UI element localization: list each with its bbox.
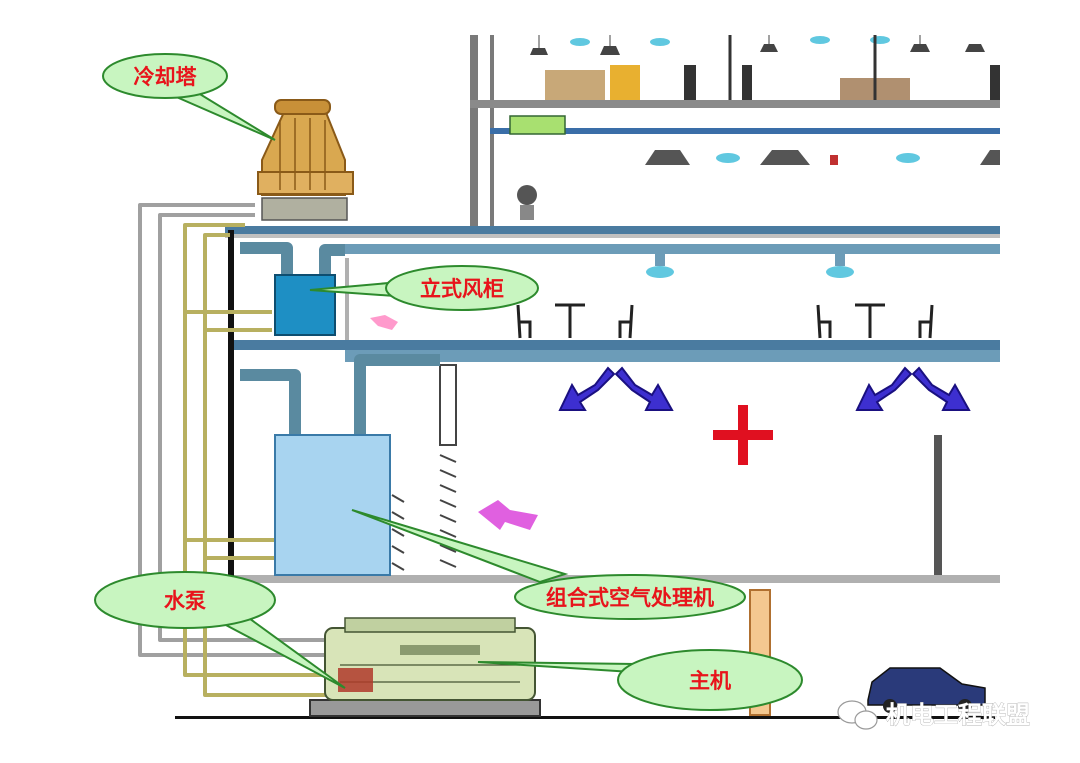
combined-ahu-graphic: [274, 434, 391, 576]
callout-water-pump: 水泵: [94, 571, 346, 689]
wechat-icon: [837, 700, 878, 730]
plus-sign: [713, 405, 773, 465]
dining-furniture: [516, 303, 934, 339]
label-chiller: 主机: [689, 669, 731, 693]
label-cooling-tower: 冷却塔: [134, 65, 198, 89]
vertical-ahu-graphic: [274, 274, 336, 336]
callout-cooling-tower: 冷却塔: [102, 53, 276, 141]
chiller-graphic: [309, 617, 541, 717]
ceiling-diffusers: [646, 254, 854, 278]
return-air-arrow: [370, 315, 538, 530]
upper-floor-decor: [509, 35, 1000, 220]
callout-combined-ahu: 组合式空气处理机: [351, 509, 746, 620]
label-water-pump: 水泵: [164, 589, 206, 613]
callout-vertical-ahu: 立式风柜: [309, 265, 539, 311]
cooling-tower-graphic: [257, 99, 354, 221]
watermark: 机电工程联盟: [837, 700, 1030, 730]
air-ducts: [240, 242, 440, 435]
callout-chiller: 主机: [477, 649, 803, 711]
piping-system: [138, 203, 330, 697]
label-vertical-ahu: 立式风柜: [420, 277, 504, 301]
supply-air-arrows: [558, 366, 971, 411]
car-graphic: [867, 667, 986, 713]
label-combined-ahu: 组合式空气处理机: [546, 586, 714, 610]
watermark-text: 机电工程联盟: [886, 701, 1030, 729]
